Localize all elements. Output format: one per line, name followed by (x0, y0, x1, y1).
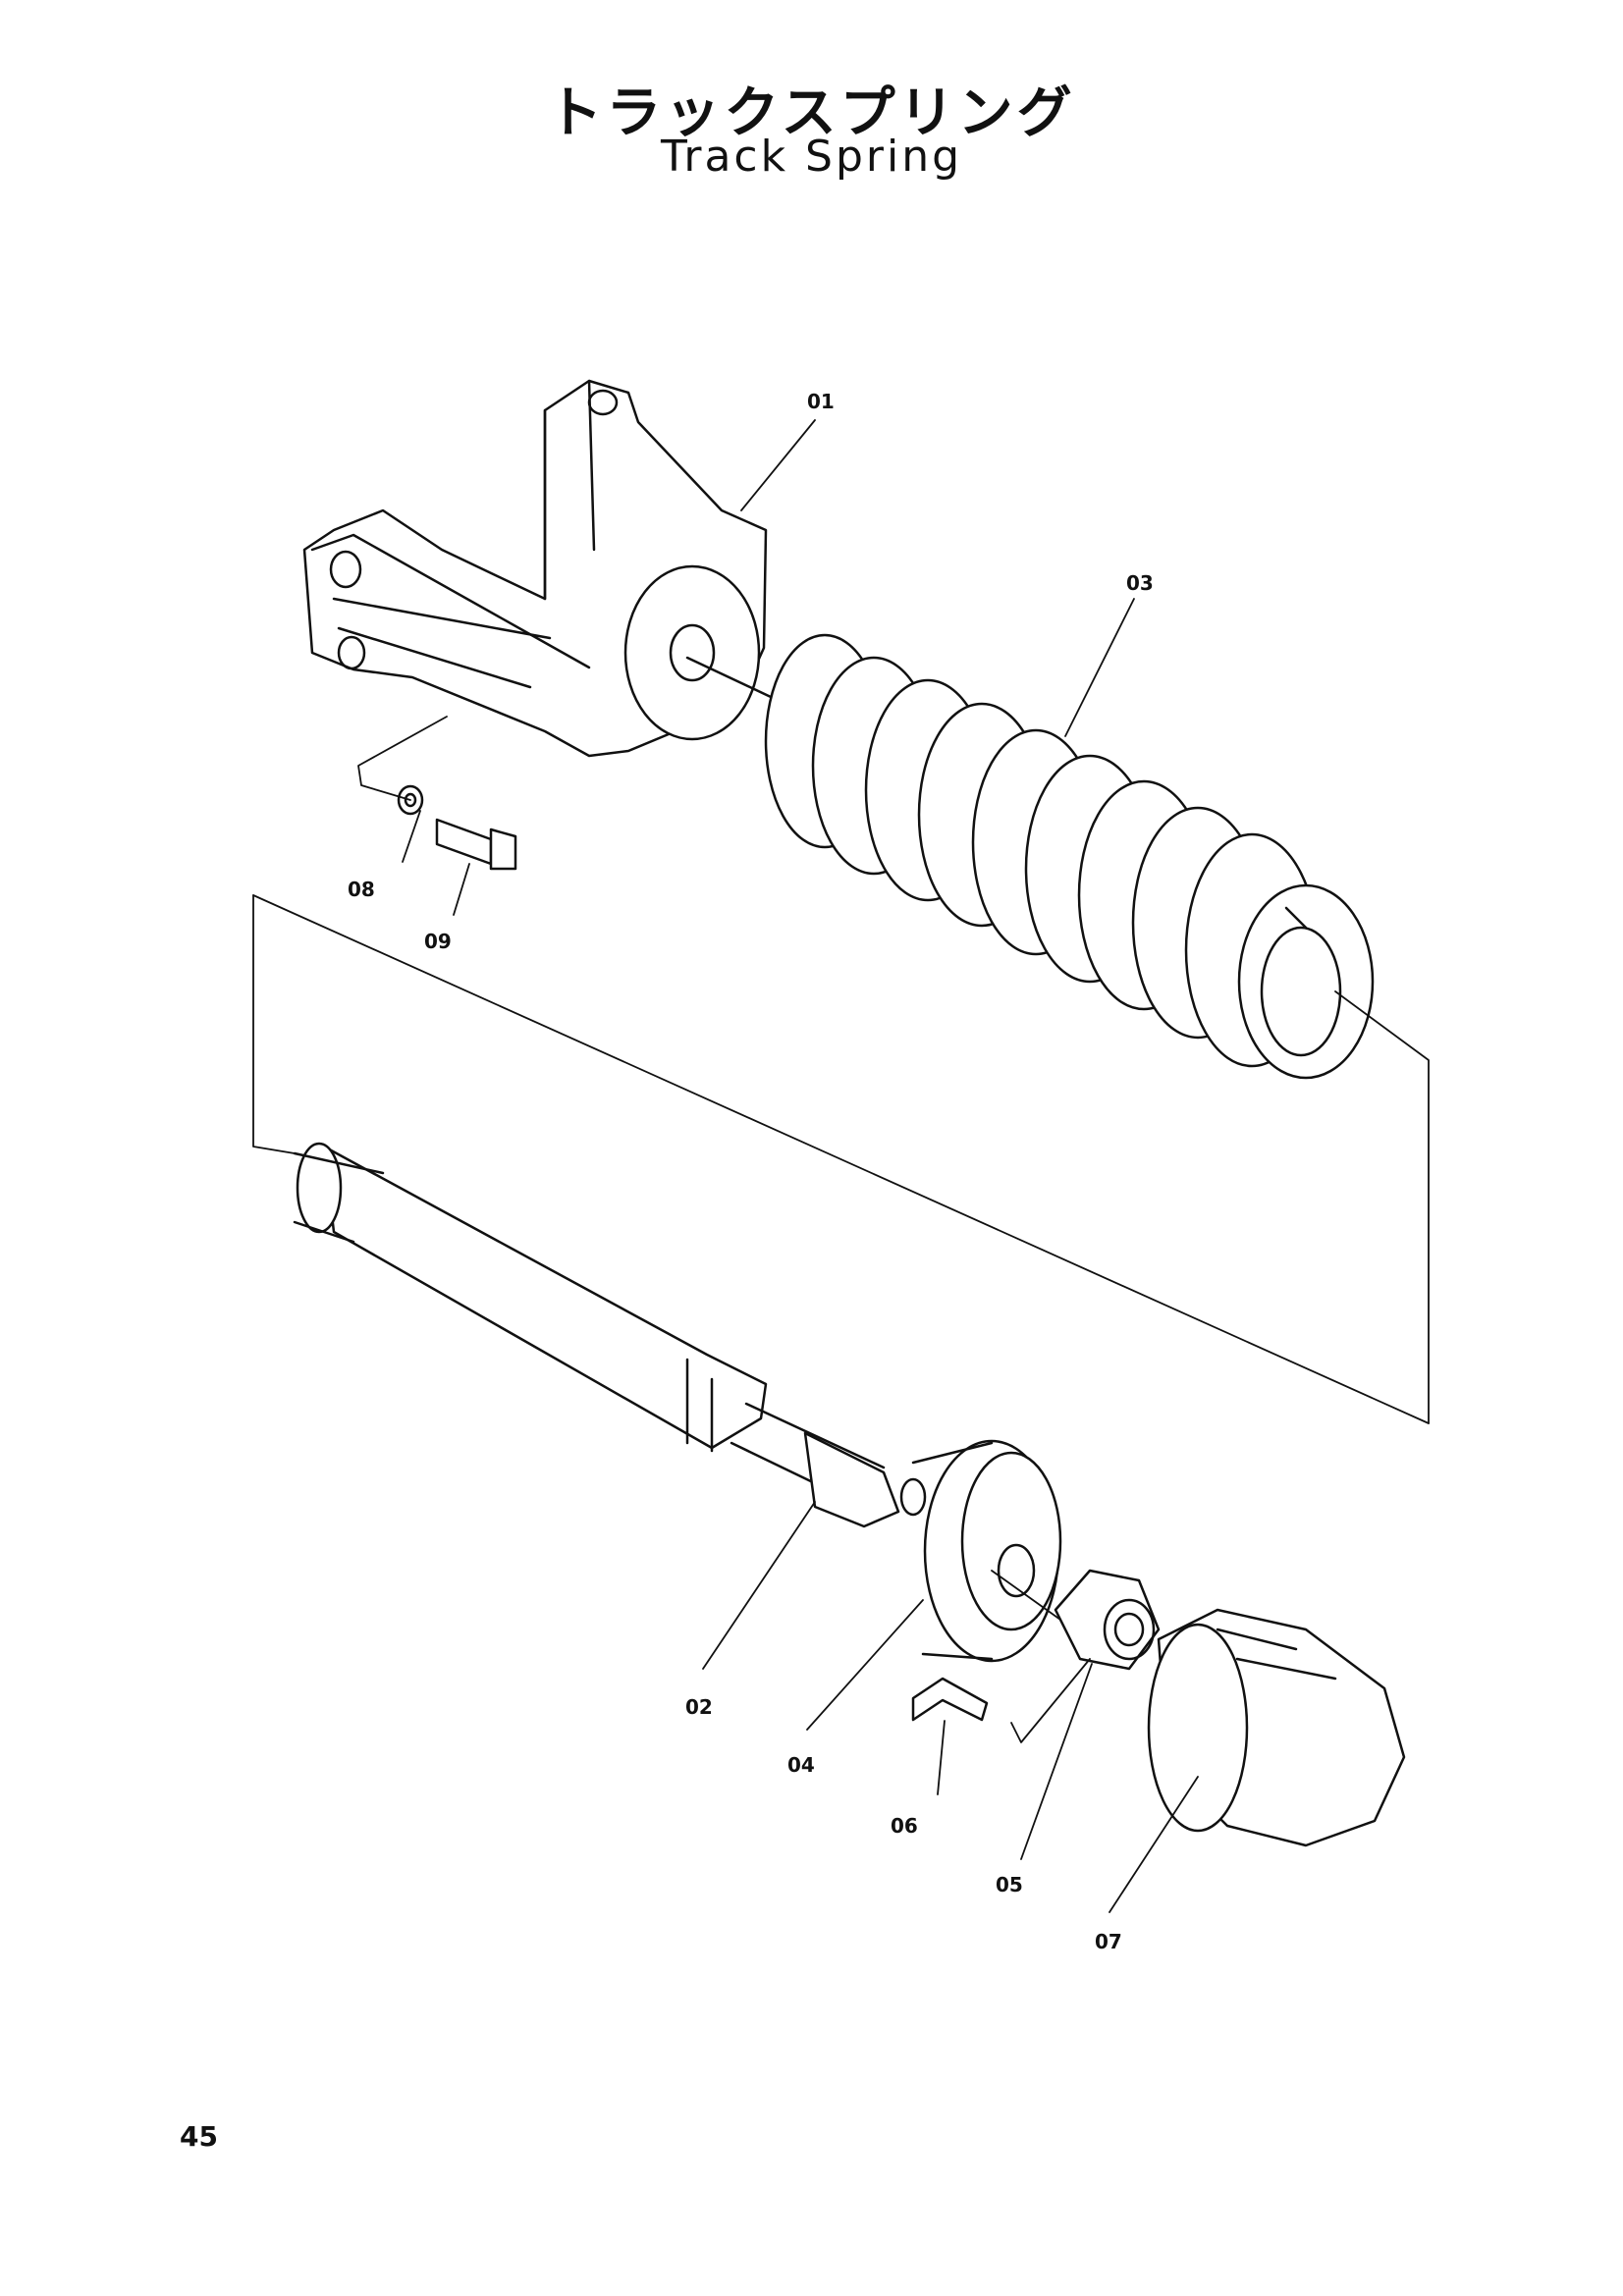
callout-09: 09 (424, 930, 452, 953)
part-06-pin[interactable] (911, 1677, 989, 1722)
callout-03: 03 (1126, 571, 1154, 595)
title-japanese: トラックスプリング (547, 81, 1076, 145)
part-02-rod[interactable] (293, 1142, 927, 1528)
callout-04: 04 (787, 1753, 815, 1777)
part-05-nut[interactable] (1054, 1569, 1161, 1671)
part-03-spring[interactable] (764, 633, 1375, 1080)
callout-08: 08 (348, 878, 375, 901)
title-english: Track Spring (660, 132, 963, 182)
callouts: 01 03 08 09 02 04 06 05 07 (348, 390, 1154, 1953)
assembly-lines (252, 716, 1430, 1743)
leader-lines (402, 419, 1199, 1913)
callout-06: 06 (891, 1814, 918, 1838)
callout-01: 01 (807, 390, 835, 413)
part-07-cap[interactable] (1147, 1608, 1406, 1847)
part-01-bracket[interactable] (302, 379, 773, 758)
part-09-bolt[interactable] (435, 818, 517, 871)
page-number: 45 (180, 2120, 218, 2153)
part-04-spring-seat[interactable] (911, 1439, 1062, 1663)
callout-07: 07 (1095, 1930, 1122, 1953)
callout-02: 02 (685, 1695, 713, 1719)
callout-05: 05 (996, 1873, 1023, 1896)
